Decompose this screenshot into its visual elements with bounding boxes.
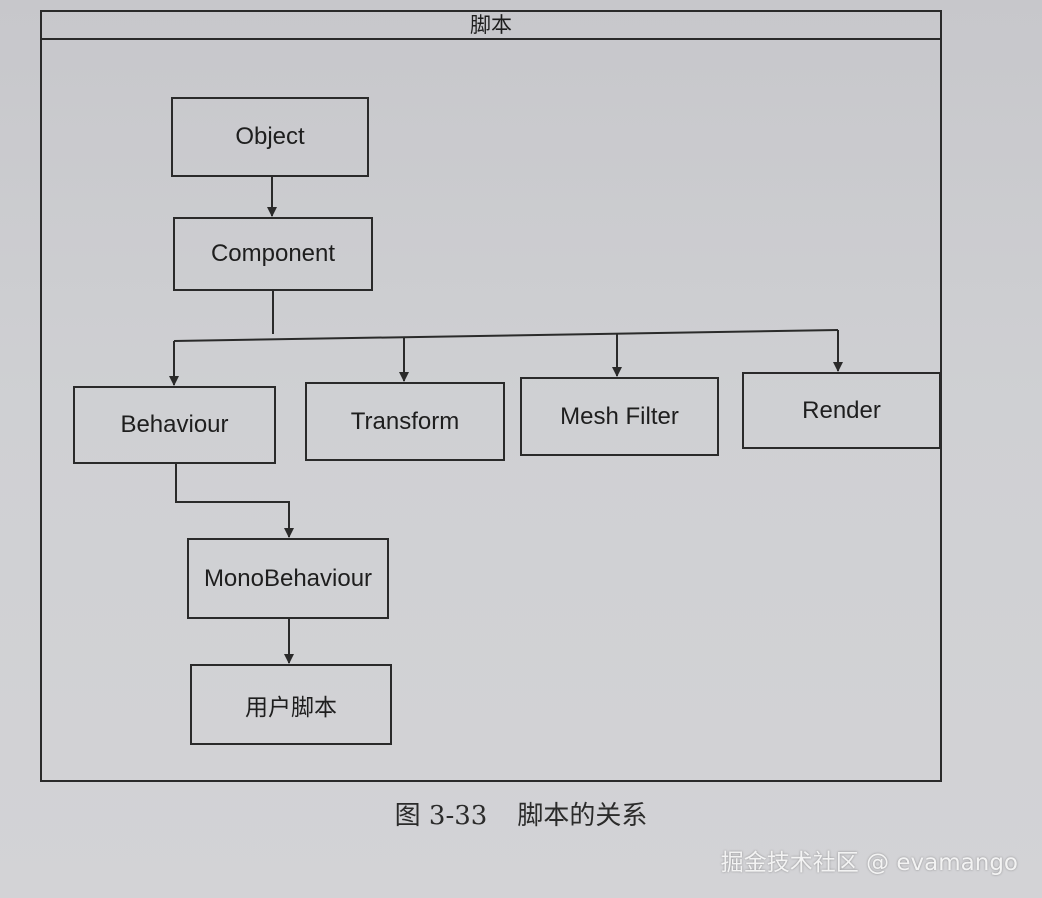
node-mono-behaviour: MonoBehaviour (187, 538, 389, 619)
frame-title: 脚本 (42, 12, 940, 40)
node-object: Object (171, 97, 369, 177)
figure-number: 图 3-33 (394, 801, 488, 831)
node-transform: Transform (305, 382, 505, 461)
node-mesh-filter: Mesh Filter (520, 377, 719, 456)
node-component: Component (173, 217, 373, 291)
figure-caption: 图 3-33 脚本的关系 (0, 795, 1042, 832)
diagram-frame: 脚本 (40, 10, 942, 782)
watermark: 掘金技术社区 @ evamango (720, 850, 1018, 876)
node-user-script: 用户脚本 (190, 664, 392, 745)
node-behaviour: Behaviour (73, 386, 276, 464)
arrow-behaviour-mono (175, 463, 294, 538)
line-bus (173, 329, 839, 342)
node-render: Render (742, 372, 941, 449)
figure-caption-text: 脚本的关系 (517, 801, 648, 831)
